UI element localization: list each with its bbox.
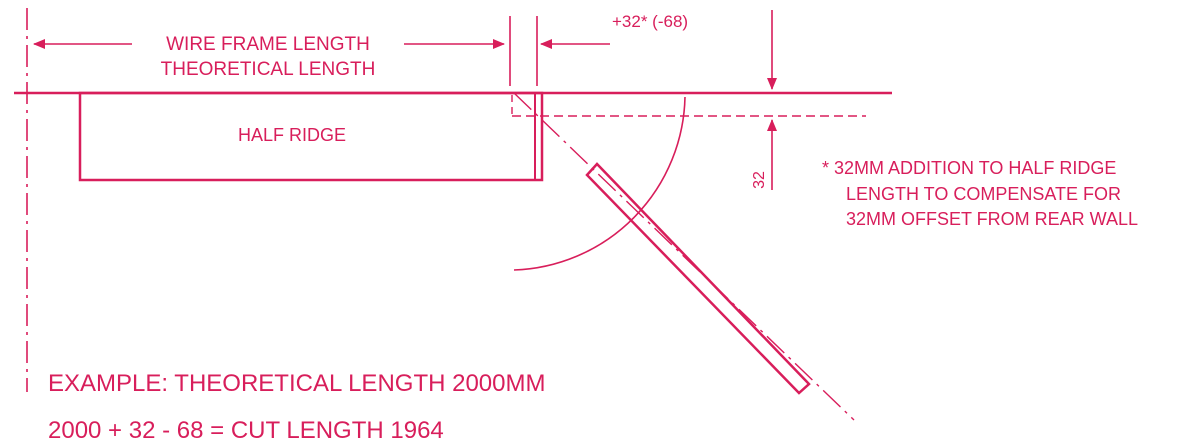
wire-frame-length-label: WIRE FRAME LENGTH (166, 34, 370, 55)
note-line-1: * 32MM ADDITION TO HALF RIDGE (822, 158, 1116, 178)
example-line-2: 2000 + 32 - 68 = CUT LENGTH 1964 (48, 417, 444, 444)
diagonal-centerline (513, 92, 855, 421)
theoretical-length-label: THEORETICAL LENGTH (161, 59, 376, 80)
offset-label: +32* (-68) (612, 12, 688, 31)
half-ridge-rect (78, 91, 544, 182)
dimension-32-label: 32 (751, 171, 768, 189)
example-line-1: EXAMPLE: THEORETICAL LENGTH 2000MM (48, 370, 545, 397)
note-line-3: 32MM OFFSET FROM REAR WALL (846, 209, 1138, 229)
common-rafter (585, 162, 811, 395)
half-ridge-label: HALF RIDGE (238, 125, 346, 145)
angle-arc (513, 96, 686, 271)
note-line-2: LENGTH TO COMPENSATE FOR (846, 184, 1121, 204)
